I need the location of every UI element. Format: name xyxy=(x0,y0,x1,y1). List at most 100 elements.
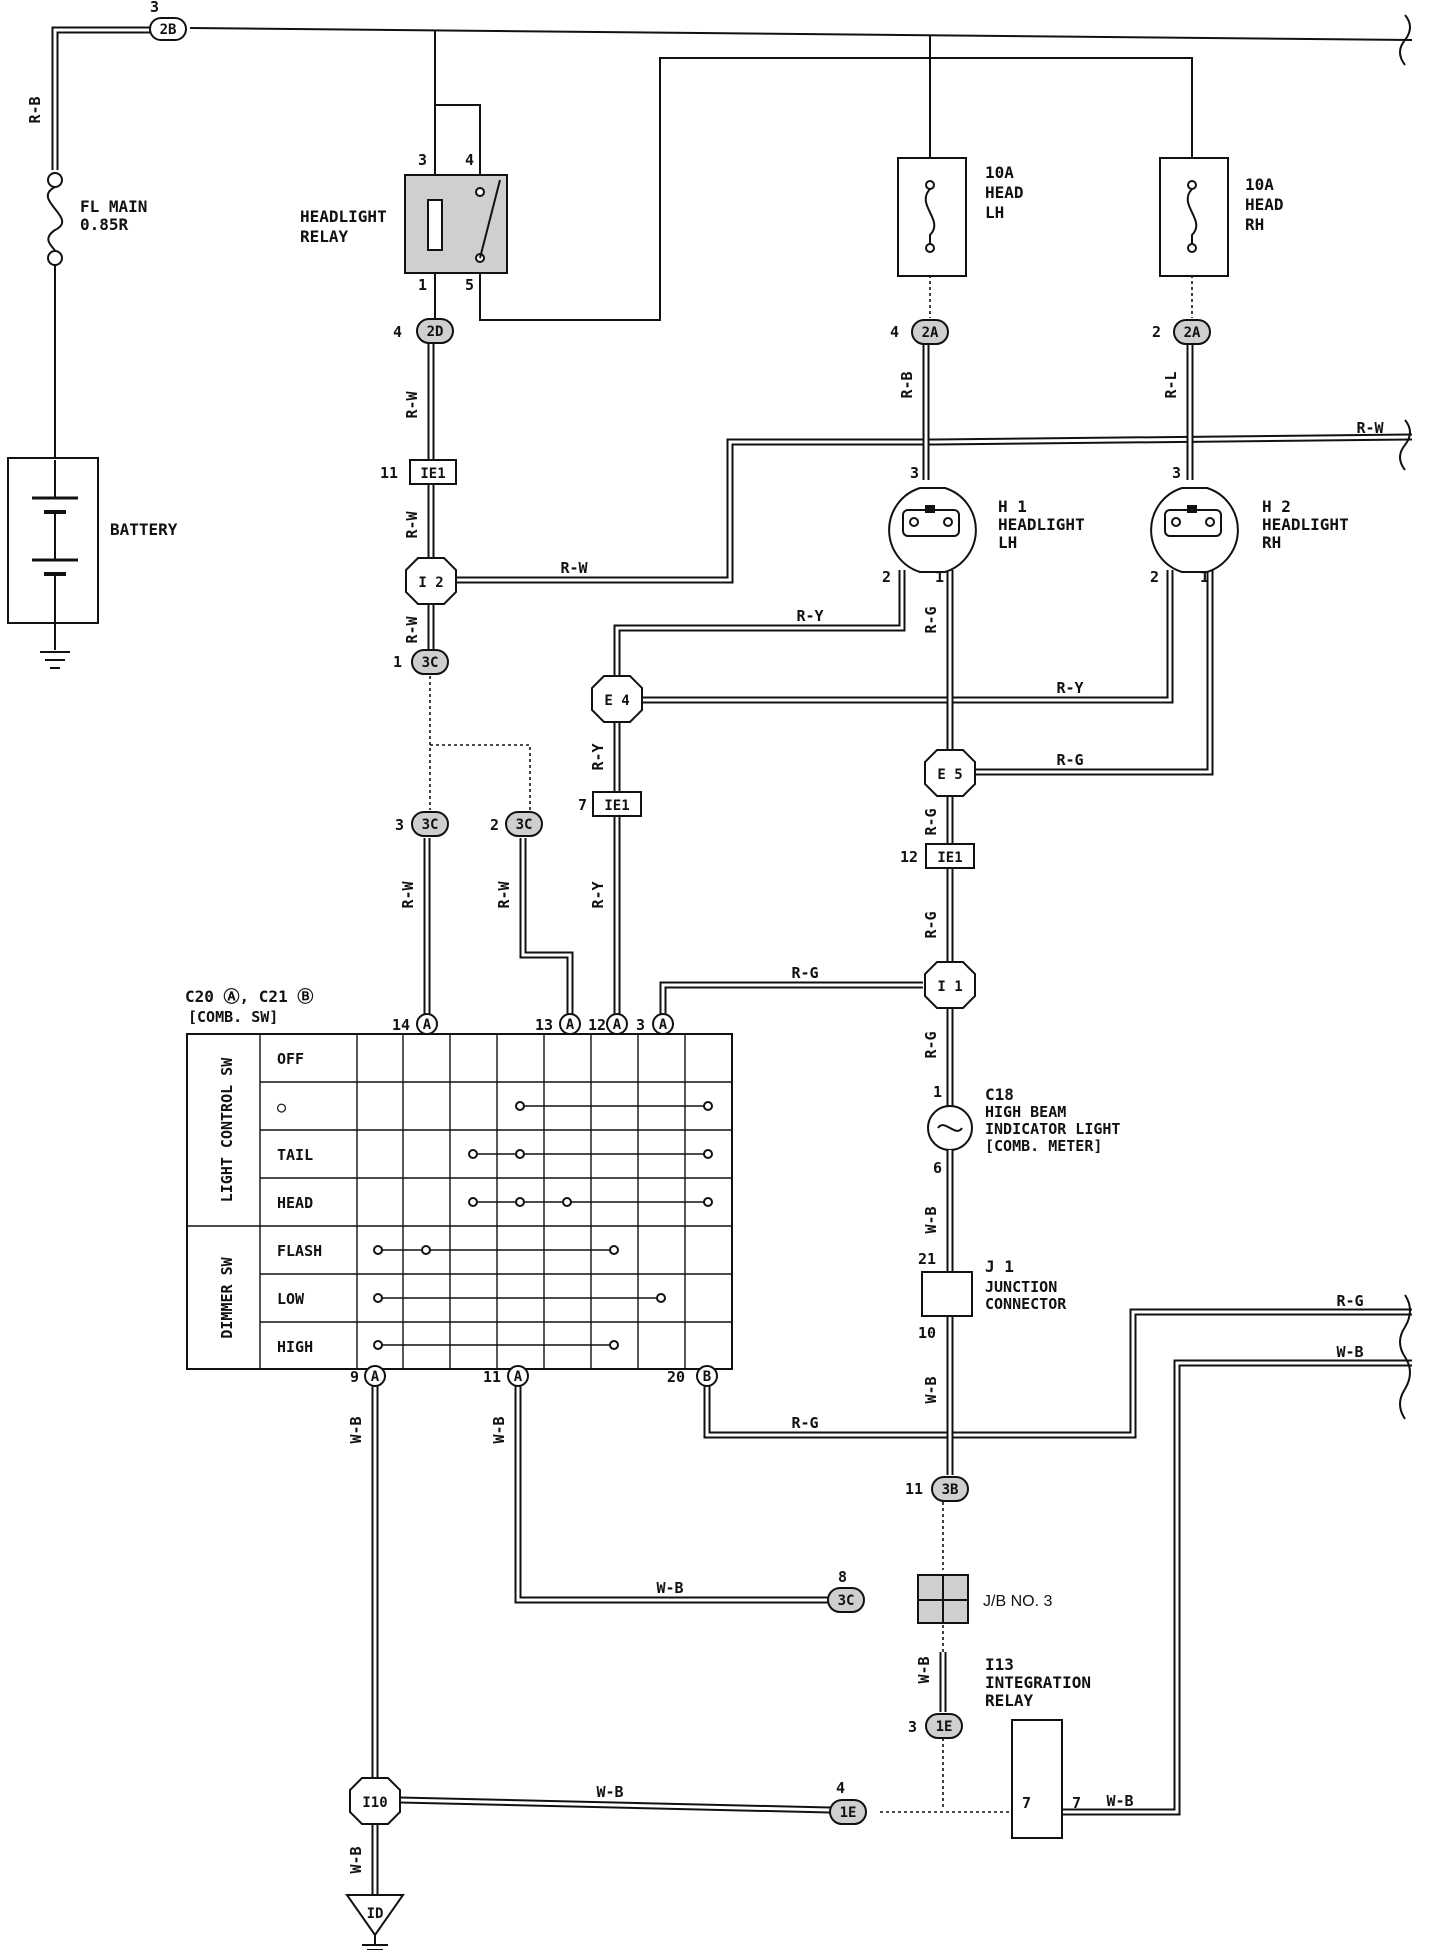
junction-label-1: JUNCTION xyxy=(985,1278,1057,1296)
connector-1e-3: 1E xyxy=(936,1719,953,1735)
connector-3c-1-pin: 1 xyxy=(393,653,402,671)
headlight-lh-label: HEADLIGHT xyxy=(998,515,1085,534)
connector-ie1-right-pin: 12 xyxy=(900,848,918,866)
relay-label-1: HEADLIGHT xyxy=(300,207,387,226)
junction-label-2: CONNECTOR xyxy=(985,1295,1067,1313)
comb-sw-pin-14: 14 xyxy=(392,1016,410,1034)
wire-label-rg-b: R-G xyxy=(1056,751,1083,769)
comb-sw-row-head: HEAD xyxy=(277,1194,313,1212)
fuse-main-rating: 0.85R xyxy=(80,215,129,234)
connector-ie1-right: IE1 xyxy=(937,850,962,866)
wire-label-rg-f: R-G xyxy=(922,1031,940,1058)
svg-text:A: A xyxy=(423,1017,432,1033)
comb-sw-row-tail: TAIL xyxy=(277,1146,313,1164)
wire-label-rg-a: R-G xyxy=(922,606,940,633)
integration-relay-code: I13 xyxy=(985,1655,1014,1674)
integration-relay-label-1: INTEGRATION xyxy=(985,1673,1091,1692)
comb-sw-row-high: HIGH xyxy=(277,1338,313,1356)
wire-label-rw-b: R-W xyxy=(403,510,421,538)
connector-ie1-top-pin: 11 xyxy=(380,464,398,482)
wire-label-rw-c: R-W xyxy=(560,559,588,577)
relay-pin-5: 5 xyxy=(465,276,474,294)
comb-sw-row-small: ○ xyxy=(277,1098,286,1116)
connector-2a-rh-pin: 2 xyxy=(1152,323,1161,341)
connector-e5: E 5 xyxy=(937,767,962,783)
connector-2a-lh: 2A xyxy=(922,325,939,341)
wire-label-rg-right: R-G xyxy=(1336,1292,1363,1310)
headlight-rh-pin-1: 1 xyxy=(1200,568,1209,586)
integration-relay-pin-inner: 7 xyxy=(1022,1794,1031,1812)
ground-id xyxy=(345,1894,405,1950)
wire-label-rb-left: R-B xyxy=(26,96,44,123)
indicator-code: C18 xyxy=(985,1085,1014,1104)
wire-label-rw-e: R-W xyxy=(399,880,417,908)
comb-sw-pin-20: 20 xyxy=(667,1368,685,1386)
fuse-head-rh xyxy=(1159,157,1229,277)
battery-label: BATTERY xyxy=(110,520,178,539)
junction-pin-10: 10 xyxy=(918,1324,936,1342)
connector-2d: 2D xyxy=(427,324,444,340)
wires xyxy=(51,14,1413,1895)
comb-sw-row-flash: FLASH xyxy=(277,1242,322,1260)
connector-1e-3-pin: 3 xyxy=(908,1718,917,1736)
jb-no3 xyxy=(917,1574,969,1624)
wire-label-wb-f: W-B xyxy=(656,1579,683,1597)
connector-i1: I 1 xyxy=(937,979,962,995)
connector-3b: 3B xyxy=(942,1482,959,1498)
wire-label-rw-d: R-W xyxy=(403,615,421,643)
wire-label-wb-a: W-B xyxy=(922,1206,940,1233)
headlight-rh-code: H 2 xyxy=(1262,497,1291,516)
connector-3b-pin: 11 xyxy=(905,1480,923,1498)
battery xyxy=(7,457,99,625)
headlight-relay xyxy=(404,174,508,274)
comb-sw-pin-13: 13 xyxy=(535,1016,553,1034)
integration-relay xyxy=(1011,1719,1063,1839)
comb-sw-top-pins: A A A A xyxy=(416,1013,674,1035)
connector-3c-3-pin: 3 xyxy=(395,816,404,834)
connector-i10: I10 xyxy=(362,1795,387,1811)
indicator-pin-1: 1 xyxy=(933,1083,942,1101)
connector-2b-pin: 3 xyxy=(150,0,159,16)
comb-sw-group-dimmer: DIMMER SW xyxy=(218,1256,236,1338)
connector-1e-4-pin: 4 xyxy=(836,1779,845,1797)
headlight-lh-side: LH xyxy=(998,533,1017,552)
fuse-rh-rating: 10A xyxy=(1245,175,1274,194)
fuse-lh-rating: 10A xyxy=(985,163,1014,182)
wire-label-wb-c: W-B xyxy=(915,1656,933,1683)
wire-color-labels: R-B R-W R-W R-W R-W R-W R-W R-W R-B R-L … xyxy=(26,96,1385,1873)
relay-pin-1: 1 xyxy=(418,276,427,294)
connector-ie1-top: IE1 xyxy=(420,466,445,482)
wire-label-rg-c: R-G xyxy=(922,808,940,835)
connector-3c-2-pin: 2 xyxy=(490,816,499,834)
comb-sw-pin-11: 11 xyxy=(483,1368,501,1386)
svg-text:A: A xyxy=(514,1369,523,1385)
comb-sw-pin-12: 12 xyxy=(588,1016,606,1034)
wire-label-rw-a: R-W xyxy=(403,390,421,418)
wire-ry-lh xyxy=(613,570,906,675)
fuse-head-lh xyxy=(897,157,967,277)
junction-code: J 1 xyxy=(985,1257,1014,1276)
relay-pin-4: 4 xyxy=(465,151,474,169)
wire-label-rg-bottom: R-G xyxy=(791,1414,818,1432)
wire-rw-comb-13 xyxy=(519,838,574,1020)
jb-no3-label: J/B NO. 3 xyxy=(983,1593,1052,1610)
connector-3c-8-pin: 8 xyxy=(838,1568,847,1586)
wire-label-rw-right: R-W xyxy=(1356,419,1384,437)
fuse-lh-side: LH xyxy=(985,203,1004,222)
connector-3c-2: 3C xyxy=(516,817,533,833)
wire-label-rb-lh: R-B xyxy=(898,371,916,398)
wire-label-ry-d: R-Y xyxy=(589,881,607,908)
wire-label-wb-right: W-B xyxy=(1336,1343,1363,1361)
wire-label-ry-a: R-Y xyxy=(796,607,823,625)
fuse-main-name: FL MAIN xyxy=(80,197,147,216)
wire-label-wb-g: W-B xyxy=(596,1783,623,1801)
headlight-rh-pin-2: 2 xyxy=(1150,568,1159,586)
comb-sw-subtitle: [COMB. SW] xyxy=(188,1008,278,1026)
svg-text:A: A xyxy=(371,1369,380,1385)
connector-2b: 2B xyxy=(160,22,177,38)
indicator-label-3: [COMB. METER] xyxy=(985,1137,1102,1155)
junction-connector xyxy=(921,1271,973,1317)
comb-sw-table xyxy=(186,1033,733,1370)
fuse-rh-side: RH xyxy=(1245,215,1264,234)
